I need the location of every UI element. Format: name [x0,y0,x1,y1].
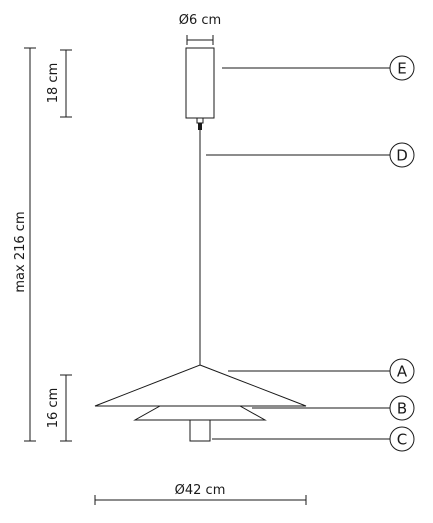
bottom-cylinder [189,419,211,442]
callout-d-letter: D [396,147,408,165]
callout-e-letter: E [397,60,406,78]
max-height-dimension: max 216 cm [13,47,36,442]
canopy-height-label: 18 cm [46,63,61,104]
canopy [185,47,215,130]
max-height-label: max 216 cm [13,211,28,292]
shade-diameter-label: Ø42 cm [175,483,226,498]
shade-height-label: 16 cm [46,388,61,429]
shade-height-dimension: 16 cm [46,374,72,442]
canopy-diameter-label: Ø6 cm [179,13,221,28]
callout-e: E [389,55,415,81]
canopy-diameter-dimension: Ø6 cm [179,13,221,45]
callout-b-letter: B [397,400,407,418]
callout-c: C [389,426,415,452]
callout-d: D [389,142,415,168]
shade-diameter-dimension: Ø42 cm [94,483,307,505]
callout-a: A [389,358,415,384]
callout-c-letter: C [397,431,407,449]
callout-b: B [389,395,415,421]
callout-a-letter: A [397,363,408,381]
lower-diffuser [133,405,267,421]
canopy-height-dimension: 18 cm [46,49,72,118]
